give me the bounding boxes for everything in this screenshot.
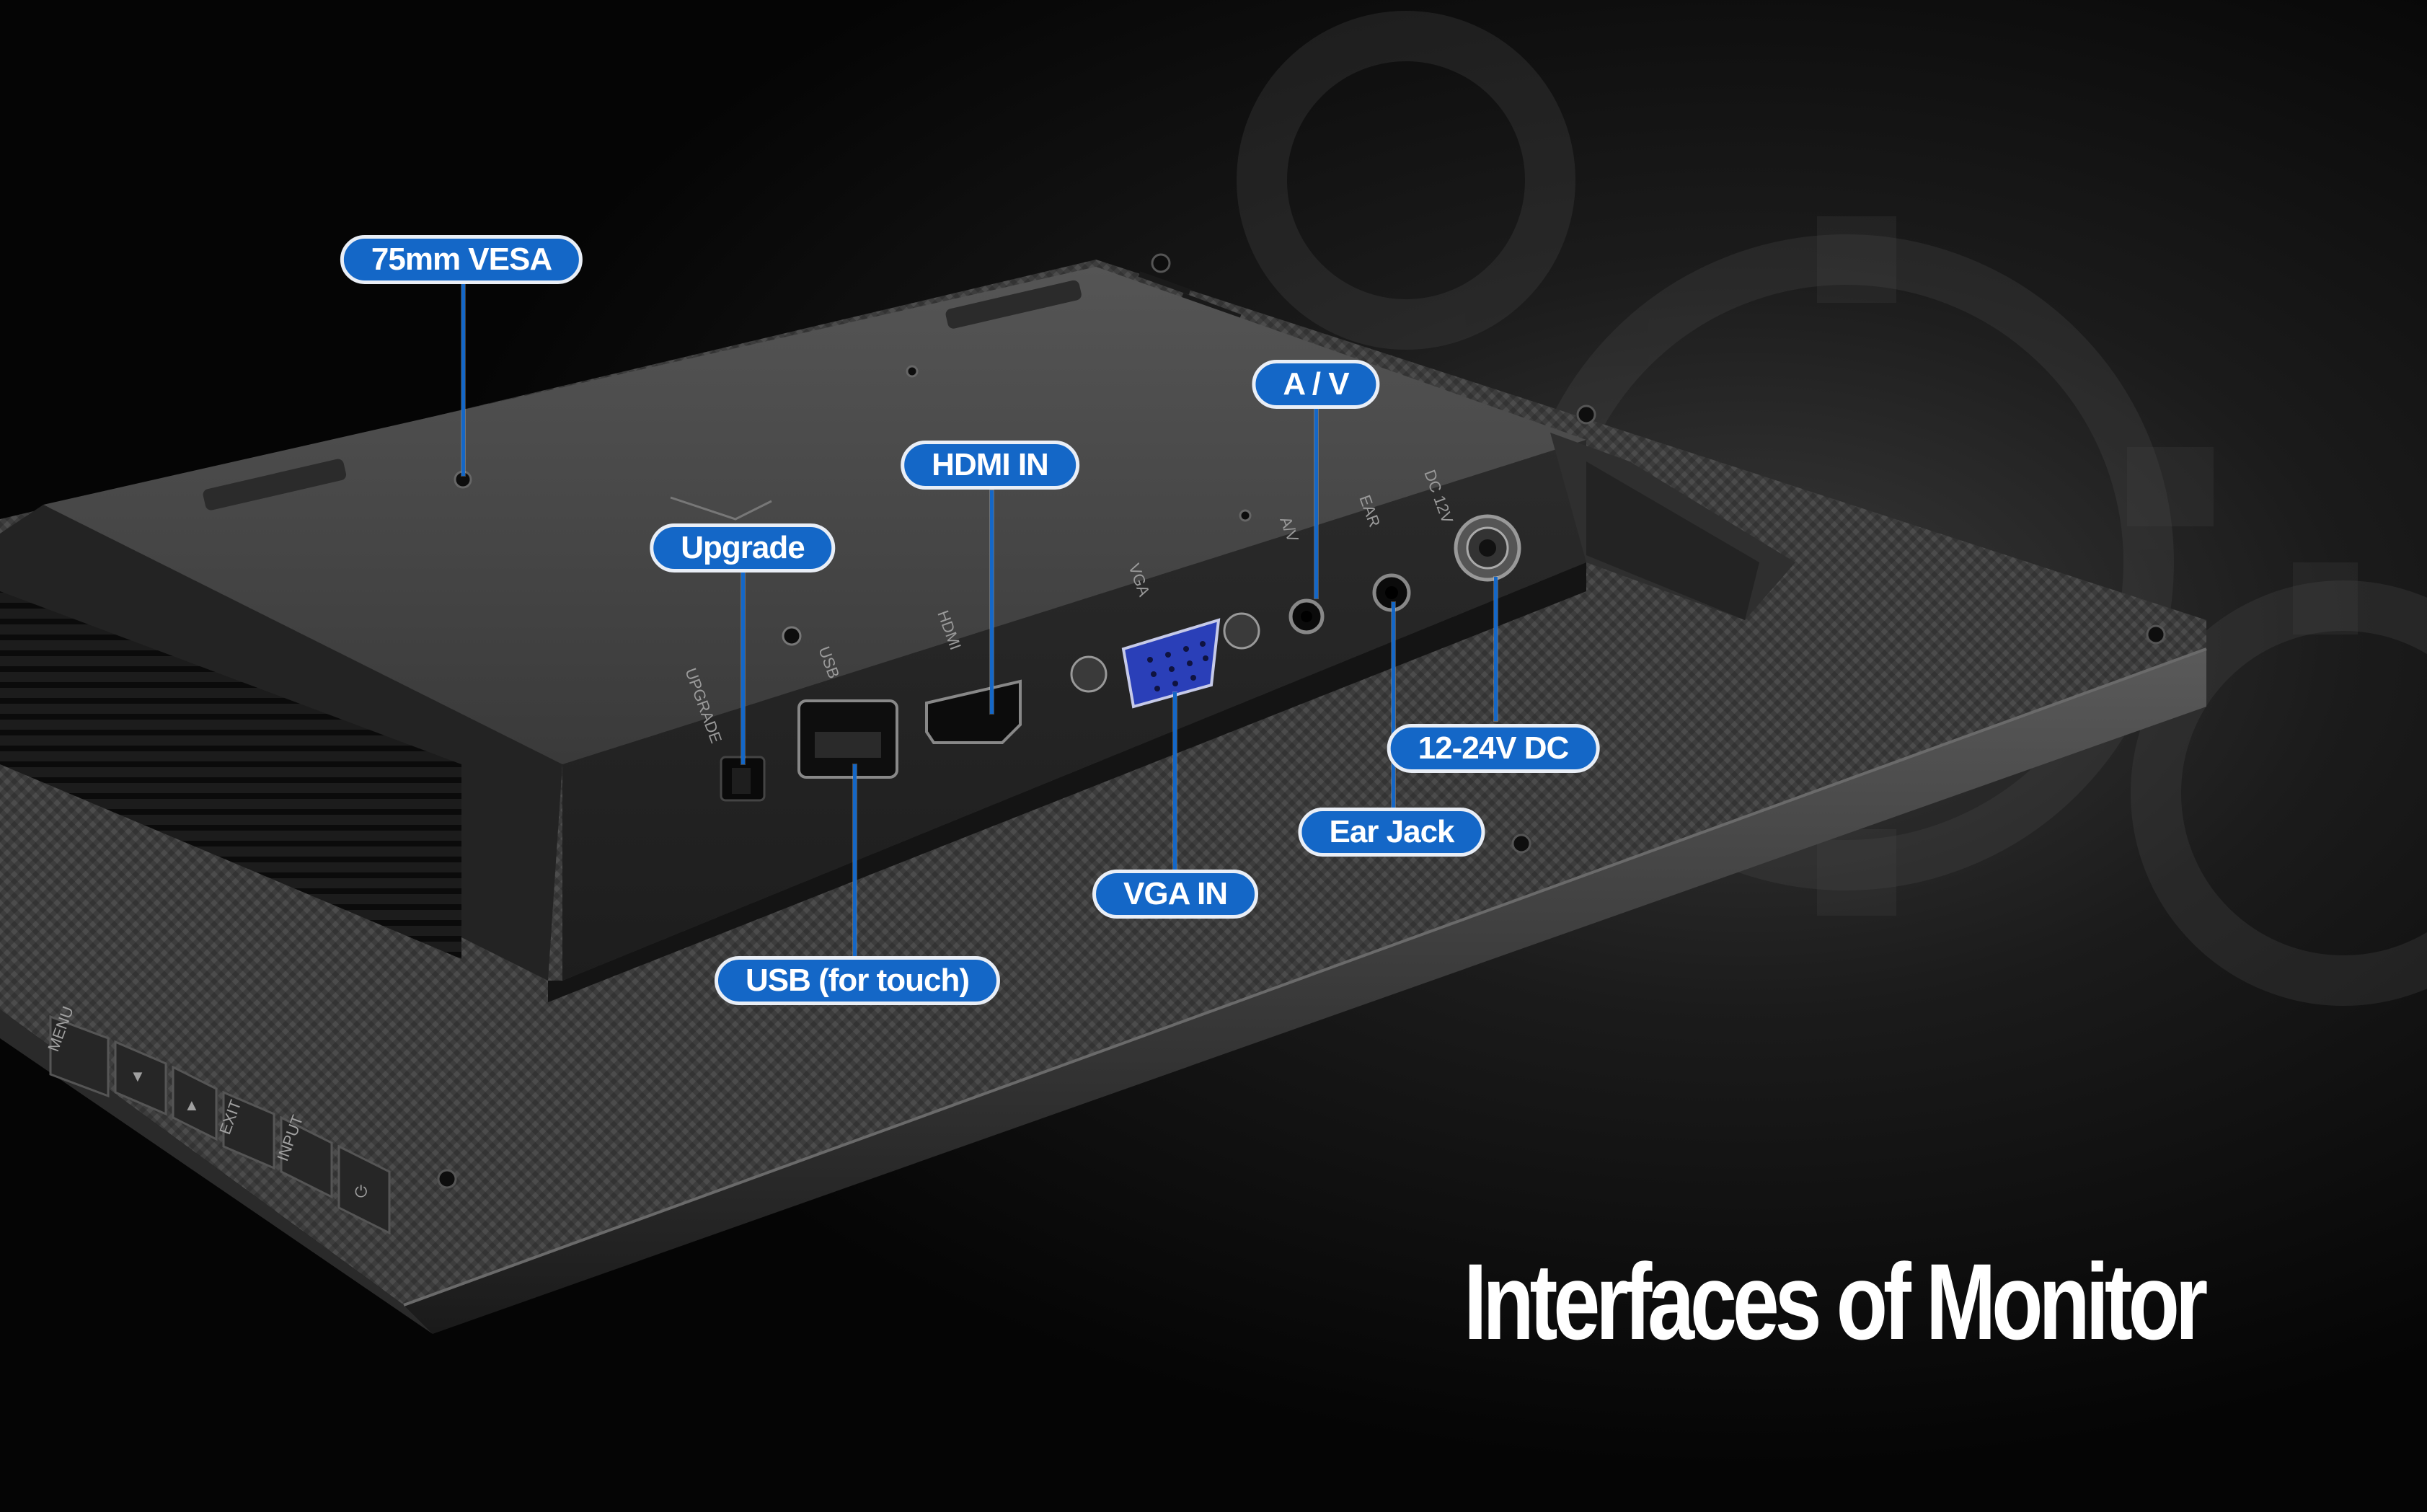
vga-leader <box>1173 692 1177 887</box>
upgrade-port <box>720 756 766 802</box>
dc-jack <box>1454 514 1521 582</box>
button-label-down: ▼ <box>130 1067 146 1085</box>
rear-housing-bottom <box>548 562 1586 1002</box>
callout-ear: Ear Jack <box>1298 808 1485 857</box>
callout-av: A / V <box>1252 360 1380 409</box>
upgrade-leader <box>741 570 745 764</box>
screws <box>437 253 2166 1189</box>
callout-hdmi: HDMI IN <box>901 441 1079 490</box>
page-title: Interfaces of Monitor <box>1464 1241 2208 1362</box>
usb-port <box>797 699 898 779</box>
rear-housing-top <box>43 267 1586 764</box>
hdmi-port <box>925 679 1022 744</box>
monitor-edge <box>404 649 2206 1334</box>
callout-usb: USB (for touch) <box>714 956 1001 1005</box>
av-leader <box>1314 404 1318 598</box>
callout-vga: VGA IN <box>1092 870 1258 919</box>
vesa-leader <box>461 281 465 476</box>
button-label-power: ⏻ <box>355 1182 367 1201</box>
hdmi-leader <box>990 490 994 714</box>
dc-leader <box>1494 577 1498 721</box>
side-buttons <box>49 1014 391 1235</box>
callout-upgrade: Upgrade <box>650 523 836 572</box>
vesa-holes <box>454 365 1252 522</box>
rear-housing-port-face <box>562 440 1586 981</box>
vga-port <box>1070 612 1260 709</box>
left-vents <box>0 591 461 959</box>
button-label-up: ▲ <box>184 1096 200 1114</box>
callout-dc: 12-24V DC <box>1387 724 1600 773</box>
top-plate-vents <box>203 280 1082 510</box>
usb-leader <box>853 764 857 981</box>
ear-leader <box>1392 602 1395 811</box>
av-jack <box>1288 598 1325 635</box>
callout-vesa: 75mm VESA <box>340 235 583 284</box>
